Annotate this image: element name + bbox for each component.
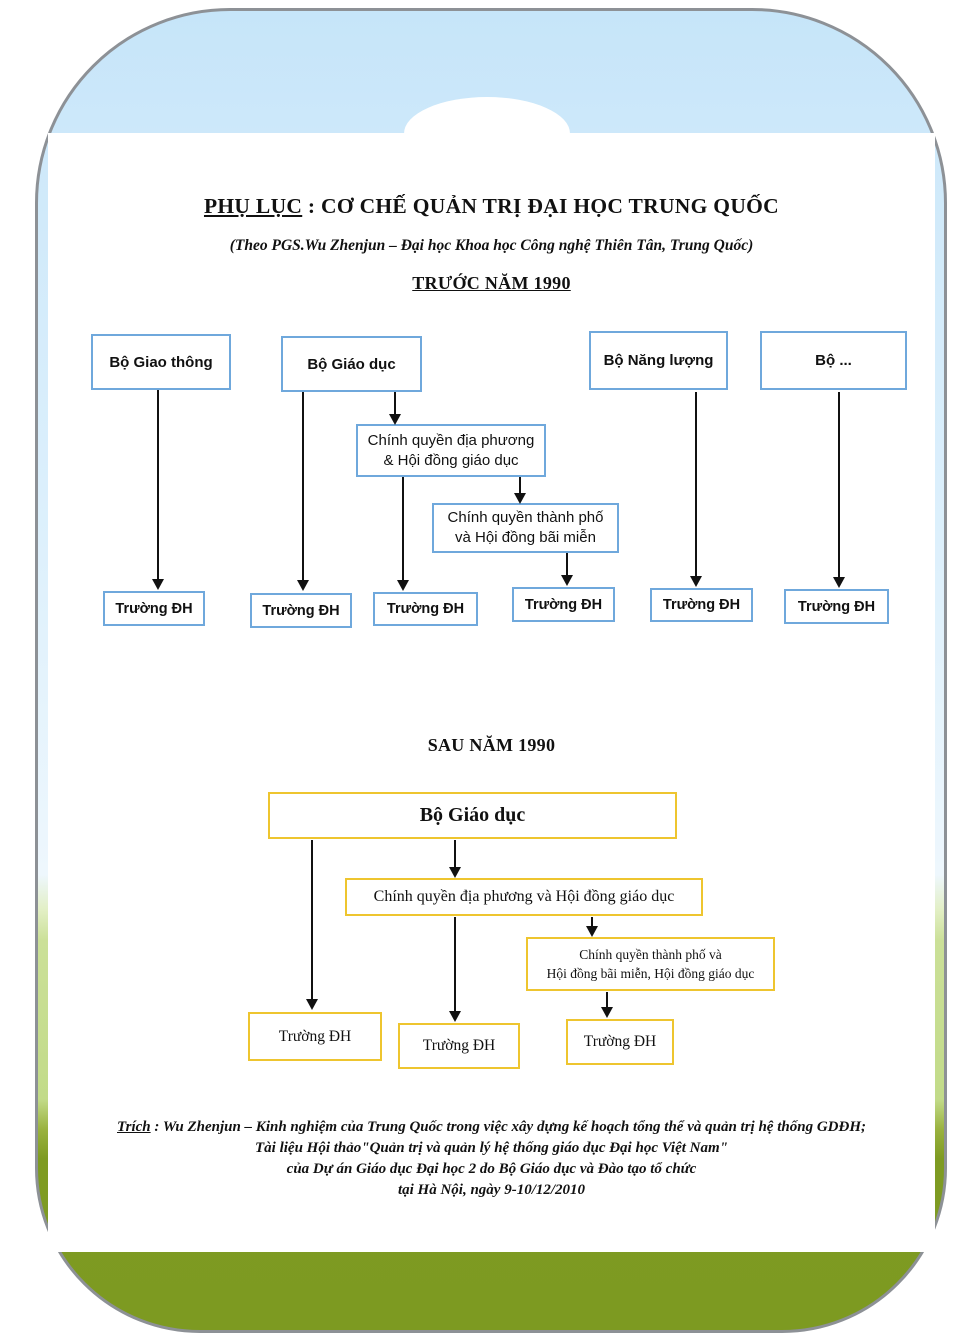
local-gov-line1: Chính quyền địa phương — [367, 431, 535, 449]
sky-notch — [404, 97, 570, 170]
local-government-box-before: Chính quyền địa phương & Hội đồng giáo d… — [356, 424, 546, 477]
citation: Trích : Wu Zhenjun – Kinh nghiệm của Tru… — [48, 1117, 935, 1201]
university-label: Trường ĐH — [262, 602, 340, 619]
arrow-education-to-local-gov — [389, 392, 401, 425]
university-box-6: Trường ĐH — [784, 589, 889, 624]
citation-prefix: Trích — [117, 1119, 151, 1135]
ministry-box-other: Bộ ... — [760, 331, 907, 390]
page-title: PHỤ LỤC : CƠ CHẾ QUẢN TRỊ ĐẠI HỌC TRUNG … — [48, 194, 935, 219]
university-label: Trường ĐH — [115, 600, 193, 617]
citation-line-1: Trích : Wu Zhenjun – Kinh nghiệm của Tru… — [48, 1117, 935, 1138]
arrow-local-gov-to-university — [397, 477, 409, 591]
university-label: Trường ĐH — [583, 1033, 657, 1050]
ministry-label: Bộ Giáo dục — [419, 804, 526, 826]
page-subtitle: (Theo PGS.Wu Zhenjun – Đại học Khoa học … — [229, 237, 754, 254]
university-label: Trường ĐH — [278, 1027, 352, 1045]
page-title-prefix: PHỤ LỤC — [203, 194, 303, 218]
ministry-box-energy: Bộ Năng lượng — [589, 331, 728, 390]
university-box-1: Trường ĐH — [103, 591, 205, 626]
arrow-moe-to-university-after — [306, 840, 318, 1010]
university-box-4: Trường ĐH — [512, 587, 615, 622]
university-label: Trường ĐH — [422, 1037, 496, 1054]
university-label: Trường ĐH — [662, 597, 741, 613]
city-government-box-after: Chính quyền thành phố và Hội đồng bãi mi… — [526, 937, 775, 991]
ministry-label: Bộ ... — [815, 352, 852, 369]
city-gov-line2: Hội đồng bãi miễn, Hội đồng giáo dục — [546, 966, 755, 981]
university-box-2: Trường ĐH — [250, 593, 352, 628]
ministry-label: Bộ Giao thông — [109, 353, 213, 371]
citation-line-4: tại Hà Nội, ngày 9-10/12/2010 — [397, 1182, 586, 1198]
arrow-local-gov-to-university-after — [449, 917, 461, 1022]
ministry-label: Bộ Năng lượng — [603, 352, 714, 369]
university-box-after-1: Trường ĐH — [248, 1012, 382, 1061]
university-box-after-3: Trường ĐH — [566, 1019, 674, 1065]
local-gov-line2: & Hội đồng giáo dục — [383, 451, 519, 469]
ministry-box-transport: Bộ Giao thông — [91, 334, 231, 390]
city-gov-line2: và Hội đồng bãi miễn — [455, 529, 596, 546]
ministry-of-education-box-after: Bộ Giáo dục — [268, 792, 677, 839]
section-heading-after-1990: SAU NĂM 1990 — [427, 735, 556, 755]
page-title-rest: : CƠ CHẾ QUẢN TRỊ ĐẠI HỌC TRUNG QUỐC — [302, 194, 780, 218]
university-label: Trường ĐH — [524, 596, 603, 613]
citation-line1-rest: : Wu Zhenjun – Kinh nghiệm của Trung Quố… — [150, 1119, 866, 1135]
local-gov-label: Chính quyền địa phương và Hội đồng giáo … — [373, 888, 675, 905]
citation-line-2: Tài liệu Hội thảo"Quản trị và quản lý hệ… — [255, 1140, 728, 1156]
university-box-5: Trường ĐH — [650, 588, 753, 622]
city-gov-line1: Chính quyền thành phố và — [579, 947, 722, 962]
ministry-box-education: Bộ Giáo dục — [281, 336, 422, 392]
university-box-after-2: Trường ĐH — [398, 1023, 520, 1069]
city-gov-line1: Chính quyền thành phố — [447, 509, 604, 526]
section-heading-before-1990: TRƯỚC NĂM 1990 — [412, 273, 571, 293]
university-box-3: Trường ĐH — [373, 592, 478, 626]
arrow-city-gov-to-university — [561, 553, 573, 586]
arrow-energy-to-university — [690, 392, 702, 587]
arrow-other-ministry-to-university — [833, 392, 845, 588]
university-label: Trường ĐH — [797, 598, 876, 615]
arrow-moe-to-local-gov-after — [449, 840, 461, 878]
university-label: Trường ĐH — [386, 601, 465, 617]
arrow-city-gov-to-university-after — [601, 992, 613, 1018]
arrow-education-to-university — [297, 392, 309, 591]
citation-line-3: của Dự án Giáo dục Đại học 2 do Bộ Giáo … — [286, 1161, 697, 1177]
ministry-label: Bộ Giáo dục — [307, 355, 396, 373]
arrow-transport-to-university — [152, 390, 164, 590]
arrow-local-gov-to-city-gov-after — [586, 917, 598, 937]
city-government-box-before: Chính quyền thành phố và Hội đồng bãi mi… — [432, 503, 619, 553]
arrow-local-gov-to-city-gov — [514, 477, 526, 504]
local-government-box-after: Chính quyền địa phương và Hội đồng giáo … — [345, 878, 703, 916]
